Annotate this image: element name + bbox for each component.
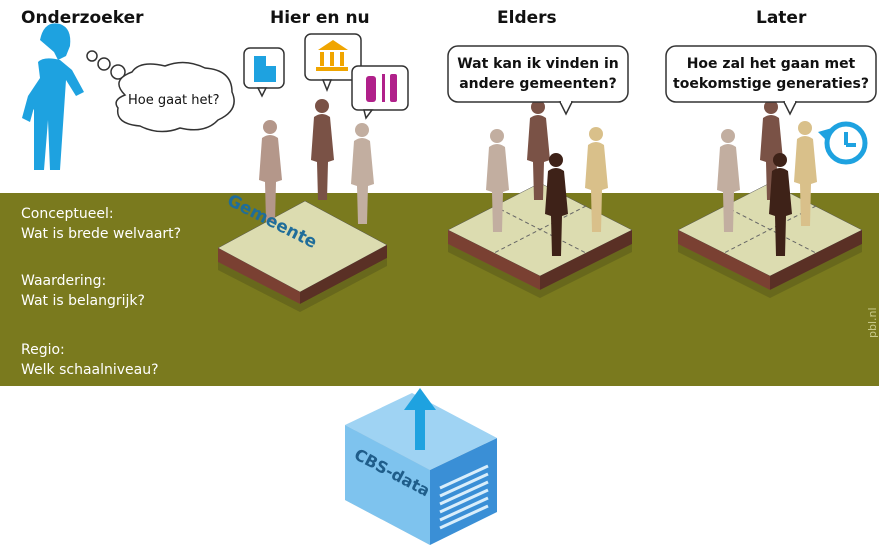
thought-text: Hoe gaat het? [128, 93, 220, 108]
speech-later-line2: toekomstige generaties? [673, 76, 869, 92]
speech-elsewhere-line2: andere gemeenten? [459, 76, 617, 92]
speech-text-elsewhere: Wat kan ik vinden in andere gemeenten? [448, 54, 628, 94]
dimension-question: Welk schaalniveau? [21, 362, 159, 378]
header-later: Later [756, 8, 807, 28]
clock-history-icon [818, 121, 868, 165]
speech-bubble-elsewhere [447, 45, 629, 116]
speech-later-line1: Hoe zal het gaan met [686, 56, 856, 72]
dimension-question: Wat is belangrijk? [21, 293, 145, 309]
dimension-title: Waardering: [21, 273, 107, 289]
upload-arrow-icon [404, 388, 436, 450]
header-elsewhere: Elders [497, 8, 557, 28]
people-elsewhere [486, 100, 608, 256]
header-here-now: Hier en nu [270, 8, 370, 28]
office-building-icon [243, 47, 285, 98]
people-here-now [259, 99, 374, 224]
elsewhere-tile [447, 182, 633, 298]
later-tile [677, 182, 863, 298]
people-later [717, 100, 817, 256]
header-researcher: Onderzoeker [21, 8, 144, 28]
dimension-title: Conceptueel: [21, 206, 114, 222]
dimension-valuation: Waardering: Wat is belangrijk? [21, 271, 145, 311]
dimension-conceptual: Conceptueel: Wat is brede welvaart? [21, 204, 181, 244]
museum-icon [304, 33, 362, 93]
credit-label: pbl.nl [866, 307, 879, 338]
person-thinking-icon [22, 23, 84, 170]
municipality-tile [217, 200, 388, 312]
thought-bubble [86, 50, 235, 133]
food-drink-icon [351, 65, 409, 120]
speech-text-later: Hoe zal het gaan met toekomstige generat… [666, 54, 876, 94]
dimension-question: Wat is brede welvaart? [21, 226, 182, 242]
speech-elsewhere-line1: Wat kan ik vinden in [457, 56, 619, 72]
dimension-title: Regio: [21, 342, 65, 358]
dimension-region: Regio: Welk schaalniveau? [21, 340, 159, 380]
speech-bubble-later [665, 45, 877, 116]
